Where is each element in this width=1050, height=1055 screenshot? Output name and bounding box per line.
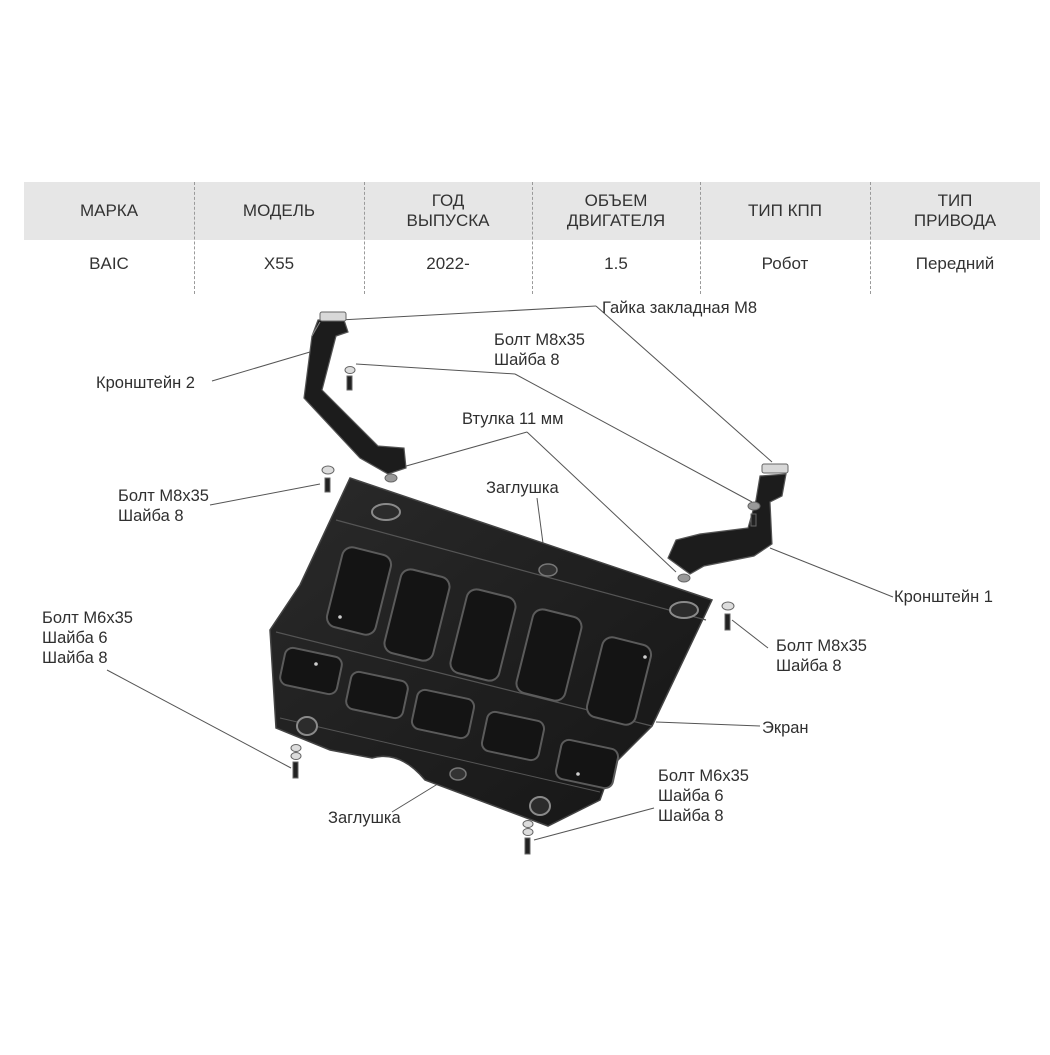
spec-col-gearbox: ТИП КПП Робот — [700, 182, 870, 294]
skid-plate — [269, 477, 714, 827]
spec-table: МАРКА BAIC МОДЕЛЬ X55 ГОД ВЫПУСКА 2022- … — [24, 182, 1040, 294]
spec-header-gearbox: ТИП КПП — [748, 201, 822, 220]
label-bolt-m6-right: Болт М6х35 Шайба 6 Шайба 8 — [658, 766, 749, 826]
label-line: Шайба 8 — [118, 507, 184, 525]
bracket-1 — [667, 473, 787, 575]
label-line: Болт М8х35 — [494, 331, 585, 349]
label-line: Шайба 8 — [658, 807, 724, 825]
label-line: Болт М6х35 — [658, 767, 749, 785]
spec-col-year: ГОД ВЫПУСКА 2022- — [364, 182, 532, 294]
spec-header-engine: ОБЪЕМ ДВИГАТЕЛЯ — [566, 191, 666, 230]
label-bolt-m6-left: Болт М6х35 Шайба 6 Шайба 8 — [42, 608, 133, 668]
label-line: Болт М8х35 — [776, 637, 867, 655]
spec-divider — [870, 182, 871, 294]
nut-m8-right — [761, 463, 789, 474]
label-nut-m8: Гайка закладная М8 — [602, 299, 758, 317]
spec-col-brand: МАРКА BAIC — [24, 182, 194, 294]
spec-value-model: X55 — [263, 254, 295, 273]
label-line: Шайба 8 — [776, 657, 842, 675]
fasteners — [290, 366, 761, 855]
label-plug-top: Заглушка — [486, 479, 559, 497]
spec-divider — [700, 182, 701, 294]
spec-header-model: МОДЕЛЬ — [242, 201, 316, 220]
spec-divider — [194, 182, 195, 294]
spec-header-brand: МАРКА — [79, 201, 139, 220]
label-screen: Экран — [762, 719, 809, 737]
leader-lines — [106, 305, 894, 841]
label-line: Шайба 6 — [658, 787, 724, 805]
spec-divider — [364, 182, 365, 294]
label-bracket-1: Кронштейн 1 — [894, 588, 993, 606]
spec-header-drive: ТИП ПРИВОДА — [913, 191, 997, 230]
label-line: Шайба 6 — [42, 629, 108, 647]
spec-value-drive: Передний — [915, 254, 995, 273]
label-bolt-m8-left: Болт М8х35 Шайба 8 — [118, 486, 209, 526]
label-bushing: Втулка 11 мм — [462, 410, 564, 428]
spec-col-model: МОДЕЛЬ X55 — [194, 182, 364, 294]
spec-divider — [532, 182, 533, 294]
spec-value-engine: 1.5 — [604, 254, 628, 273]
spec-value-brand: BAIC — [89, 254, 129, 273]
label-line: Болт М6х35 — [42, 609, 133, 627]
spec-header-year: ГОД ВЫПУСКА — [406, 191, 490, 230]
label-bolt-m8-right: Болт М8х35 Шайба 8 — [776, 636, 867, 676]
label-bolt-m8-top: Болт М8х35 Шайба 8 — [494, 330, 585, 370]
label-plug-bottom: Заглушка — [328, 809, 401, 827]
label-line: Болт М8х35 — [118, 487, 209, 505]
label-line: Шайба 8 — [494, 351, 560, 369]
spec-col-drive: ТИП ПРИВОДА Передний — [870, 182, 1040, 294]
spec-value-gearbox: Робот — [761, 254, 809, 273]
spec-value-year: 2022- — [426, 254, 470, 273]
nut-m8-left — [319, 311, 347, 322]
bracket-2 — [303, 319, 407, 475]
label-bracket-2: Кронштейн 2 — [96, 374, 195, 392]
spec-col-engine: ОБЪЕМ ДВИГАТЕЛЯ 1.5 — [532, 182, 700, 294]
label-line: Шайба 8 — [42, 649, 108, 667]
